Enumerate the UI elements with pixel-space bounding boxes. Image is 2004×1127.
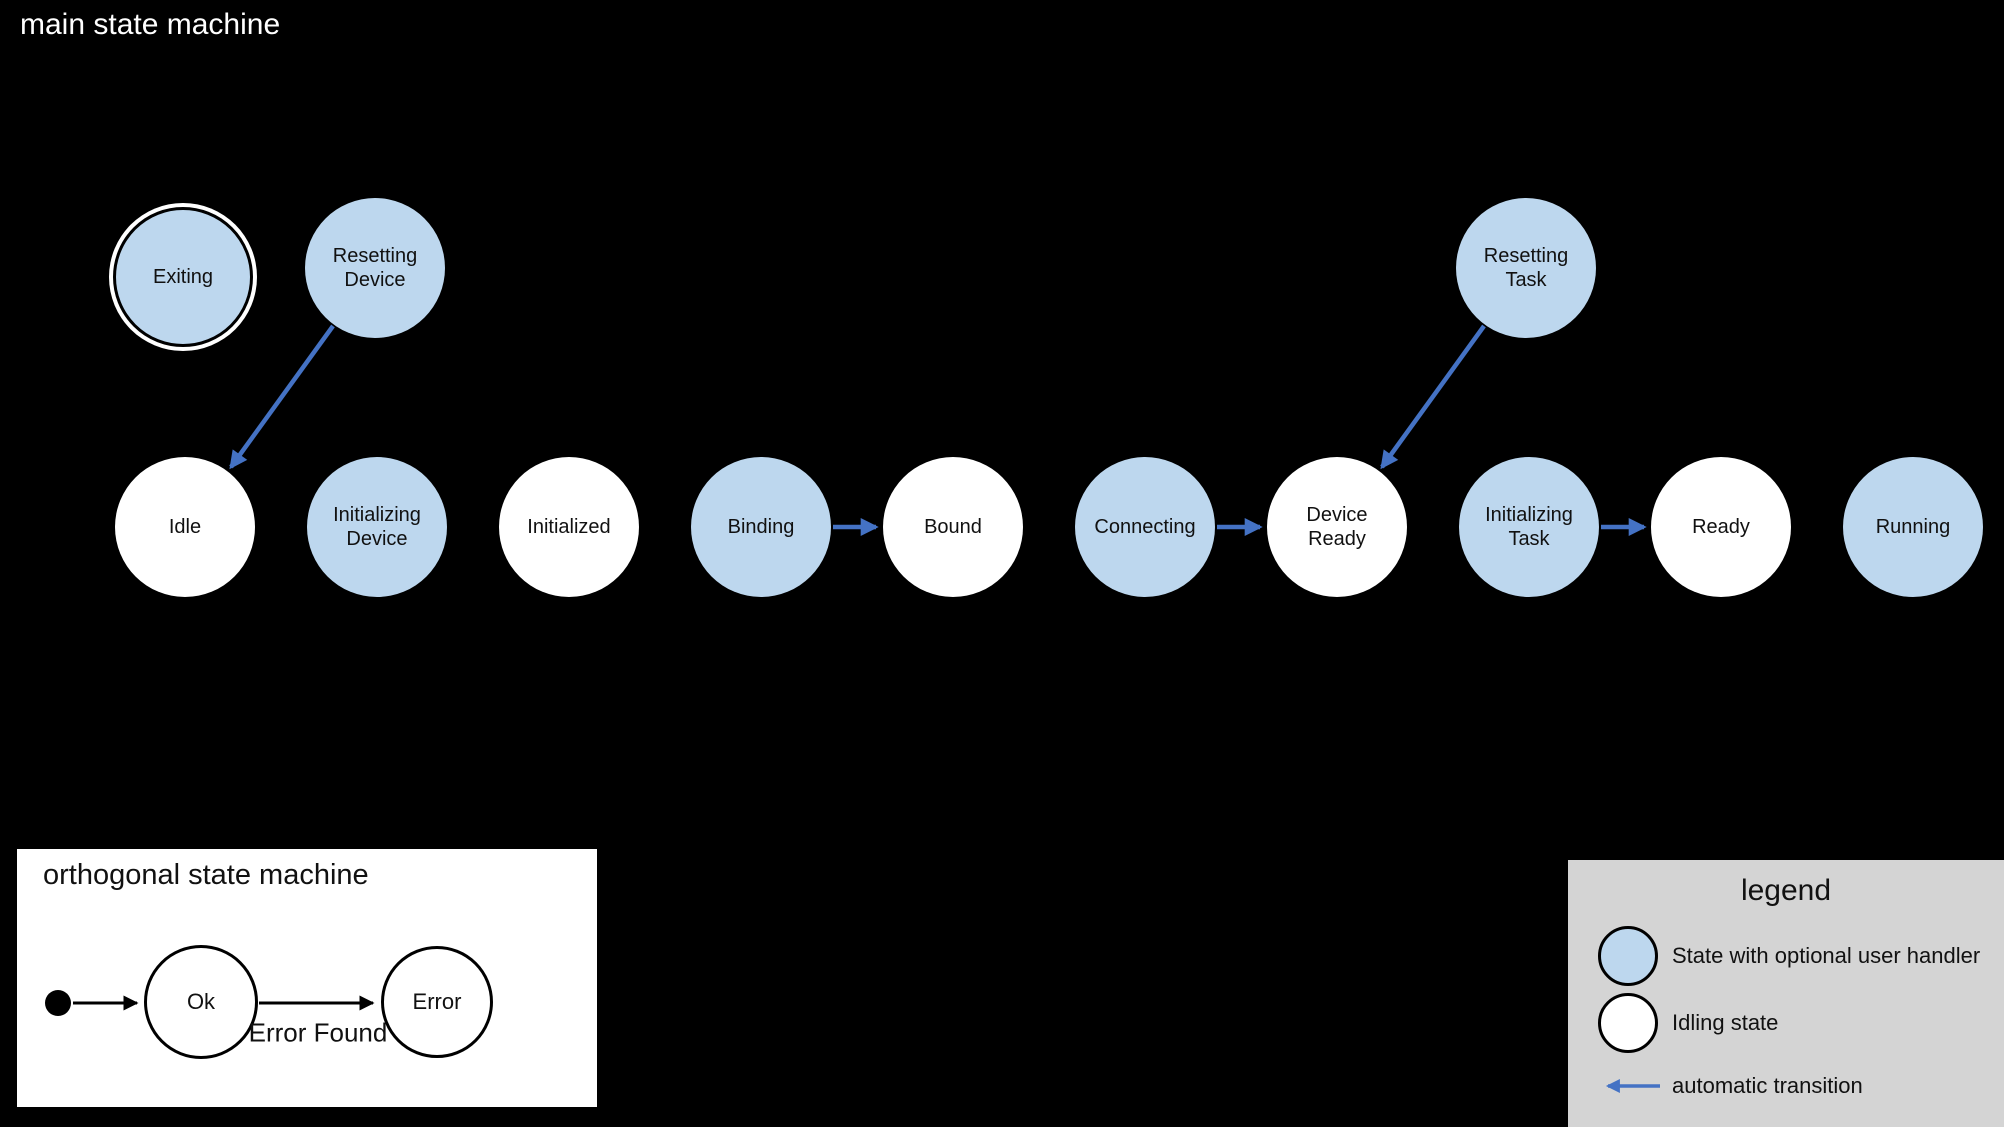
idling-state-label: Idling state [1672,1010,1779,1035]
legend-title: legend [1740,874,1832,907]
state-device-ready: Device Ready [1267,457,1407,597]
orthogonal-title: orthogonal state machine [43,859,369,891]
state-initializing-device: Initializing Device [307,457,447,597]
automatic-transition-arrow-icon [1605,1079,1660,1093]
legend-panel: legend State with optional user handler … [1568,860,2004,1127]
initial-state-dot [45,990,71,1016]
state-bound: Bound [883,457,1023,597]
handler-state-label: State with optional user handler [1672,943,1981,968]
page-title: main state machine [20,8,281,41]
transition-resetting-task-to-device-ready [1380,324,1486,470]
state-resetting-task: Resetting Task [1456,198,1596,338]
handler-state-swatch [1598,926,1658,986]
state-ok: Ok [144,945,258,1059]
orthogonal-panel: orthogonal state machine Ok Error Error … [17,849,597,1107]
state-connecting: Connecting [1075,457,1215,597]
state-initializing-task: Initializing Task [1459,457,1599,597]
state-binding: Binding [691,457,831,597]
automatic-transition-label: automatic transition [1672,1073,1863,1098]
state-idle: Idle [115,457,255,597]
state-running: Running [1843,457,1983,597]
state-resetting-device: Resetting Device [305,198,445,338]
transition-event-label: Error Found [248,1017,388,1048]
state-exiting: Exiting [113,207,253,347]
state-error: Error [381,946,493,1058]
idling-state-swatch [1598,993,1658,1053]
state-initialized: Initialized [499,457,639,597]
orthogonal-arrows-layer [73,995,375,1011]
transition-resetting-device-to-idle [229,324,335,470]
state-ready: Ready [1651,457,1791,597]
